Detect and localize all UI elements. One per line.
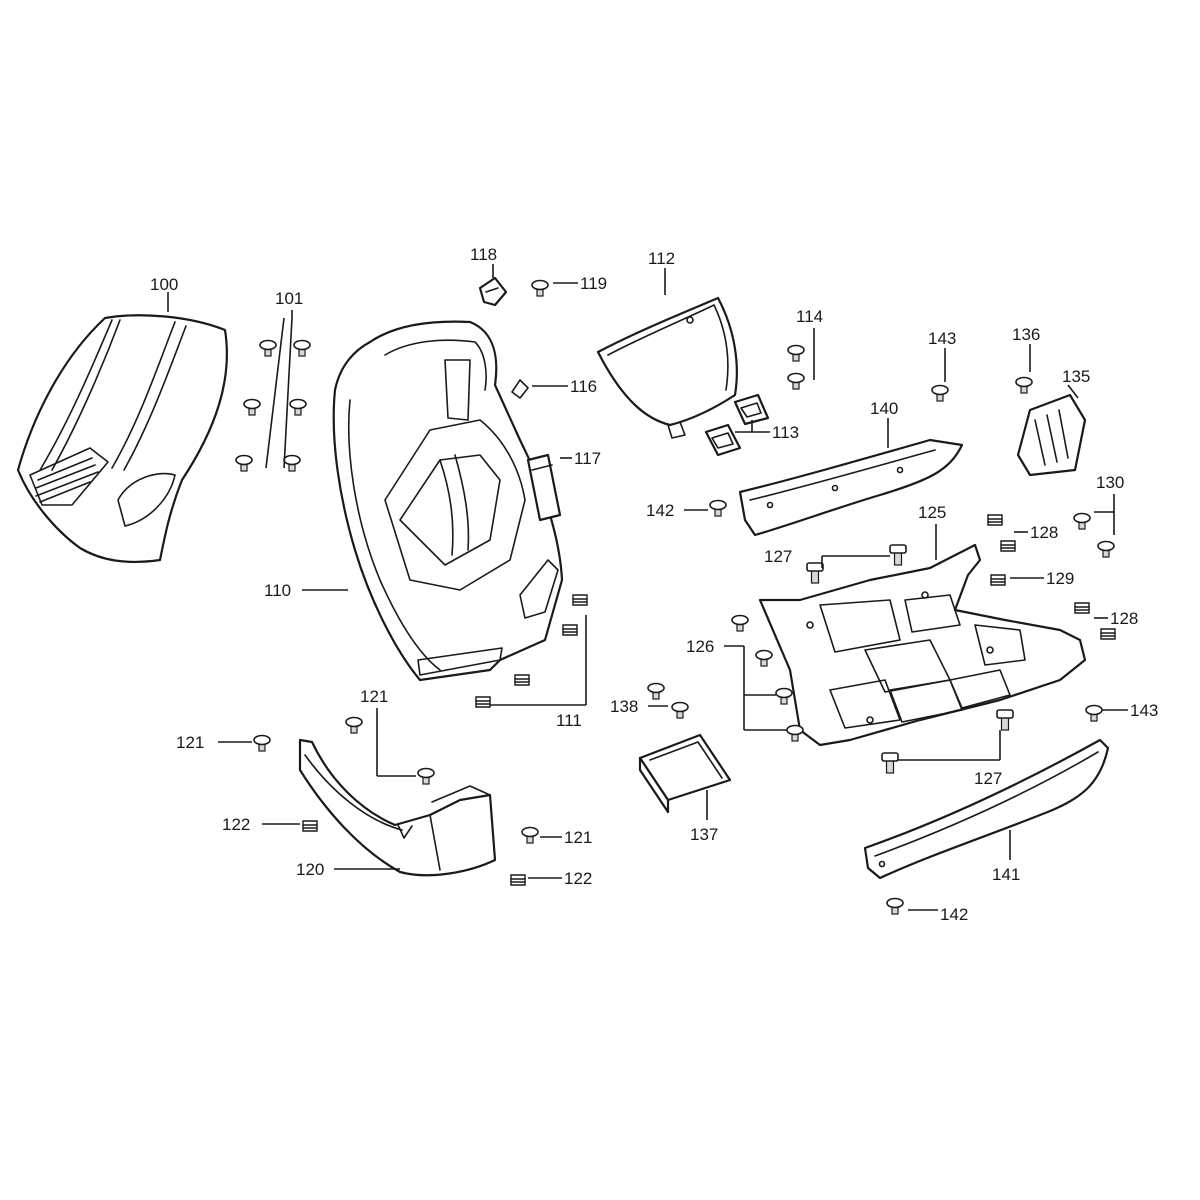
callout-142-a: 142 xyxy=(646,501,674,520)
callout-118: 118 xyxy=(470,245,497,264)
spring-116 xyxy=(511,379,529,399)
callout-121-a: 121 xyxy=(176,733,204,752)
callout-114: 114 xyxy=(796,307,823,326)
callout-125: 125 xyxy=(918,503,946,522)
callout-129: 129 xyxy=(1046,569,1074,588)
callout-141: 141 xyxy=(992,865,1020,884)
callout-126: 126 xyxy=(686,637,714,656)
callout-136: 136 xyxy=(1012,325,1040,344)
side-trim-141 xyxy=(863,738,1110,880)
callout-137: 137 xyxy=(690,825,718,844)
callout-140: 140 xyxy=(870,399,898,418)
callout-127-b: 127 xyxy=(974,769,1002,788)
callout-113: 113 xyxy=(772,423,799,442)
leg-shield-110 xyxy=(332,320,564,682)
front-shield-100 xyxy=(16,314,228,563)
callout-120: 120 xyxy=(296,860,324,879)
callout-119: 119 xyxy=(580,274,607,293)
callout-110: 110 xyxy=(264,581,291,600)
leader-lines xyxy=(167,264,1128,911)
callout-100: 100 xyxy=(150,275,178,294)
callout-128-b: 128 xyxy=(1110,609,1138,628)
callout-labels: 100 101 110 111 112 113 114 116 117 118 … xyxy=(150,245,1158,924)
callout-111: 111 xyxy=(556,711,582,730)
vent-grille-135 xyxy=(1016,393,1087,477)
callout-122-a: 122 xyxy=(222,815,250,834)
callout-127-a: 127 xyxy=(764,547,792,566)
callout-121-b: 121 xyxy=(360,687,388,706)
callout-117: 117 xyxy=(574,449,601,468)
callout-122-b: 122 xyxy=(564,869,592,888)
callout-128-a: 128 xyxy=(1030,523,1058,542)
floor-panel-125 xyxy=(758,543,1087,747)
callout-116: 116 xyxy=(570,377,597,396)
lower-cover-120 xyxy=(298,738,497,877)
callout-143-a: 143 xyxy=(928,329,956,348)
tape-117 xyxy=(526,453,562,522)
callout-143-b: 143 xyxy=(1130,701,1158,720)
callout-121-c: 121 xyxy=(564,828,592,847)
battery-lid-137 xyxy=(638,733,732,814)
callout-130: 130 xyxy=(1096,473,1124,492)
side-trim-140 xyxy=(738,438,964,537)
callout-142-b: 142 xyxy=(940,905,968,924)
callout-138: 138 xyxy=(610,697,638,716)
glovebox-lid-112 xyxy=(596,296,738,439)
hinges-113 xyxy=(704,393,770,457)
callout-135: 135 xyxy=(1062,367,1090,386)
latch-118 xyxy=(478,276,508,307)
callout-112: 112 xyxy=(648,249,675,268)
callout-101: 101 xyxy=(275,289,303,308)
